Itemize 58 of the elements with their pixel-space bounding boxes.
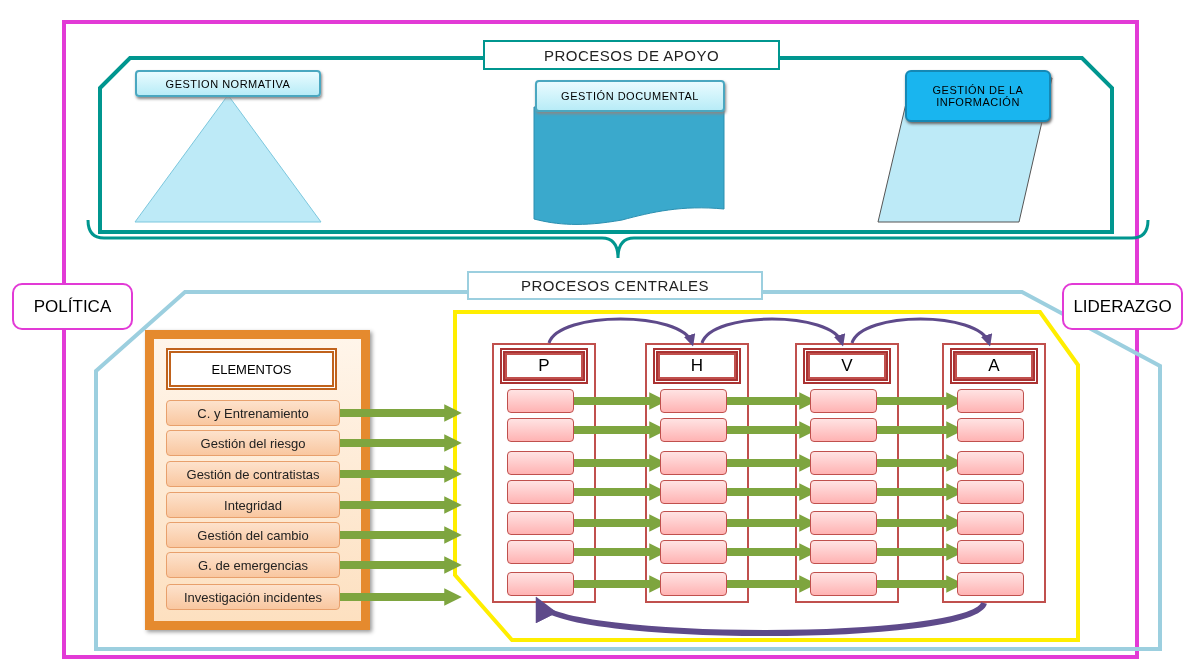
empty-step-box	[810, 418, 877, 442]
process-label: GESTIÓN DOCUMENTAL	[535, 80, 725, 112]
empty-step-box	[660, 389, 727, 413]
empty-step-box	[810, 480, 877, 504]
curved-arrow	[533, 598, 986, 636]
panel-title: ELEMENTOS	[166, 348, 337, 390]
empty-step-box	[957, 389, 1024, 413]
element-item: Integridad	[166, 492, 340, 518]
empty-step-box	[810, 540, 877, 564]
column-header: P	[500, 348, 588, 384]
empty-step-box	[660, 572, 727, 596]
empty-step-box	[507, 480, 574, 504]
empty-step-box	[957, 418, 1024, 442]
block-arrow	[340, 496, 462, 514]
empty-step-box	[957, 480, 1024, 504]
side-label: LIDERAZGO	[1062, 283, 1183, 330]
empty-step-box	[660, 451, 727, 475]
block-arrow	[340, 556, 462, 574]
empty-step-box	[507, 389, 574, 413]
empty-step-box	[957, 451, 1024, 475]
element-item: G. de emergencias	[166, 552, 340, 578]
group-title: PROCESOS CENTRALES	[467, 271, 763, 300]
side-label: POLÍTICA	[12, 283, 133, 330]
empty-step-box	[660, 418, 727, 442]
element-item: Investigación incidentes	[166, 584, 340, 610]
empty-step-box	[957, 540, 1024, 564]
empty-step-box	[957, 511, 1024, 535]
curved-arrow	[700, 317, 844, 347]
block-arrow	[340, 588, 462, 606]
empty-step-box	[507, 418, 574, 442]
block-arrow	[340, 465, 462, 483]
curved-arrow	[850, 317, 991, 347]
empty-step-box	[660, 511, 727, 535]
empty-step-box	[957, 572, 1024, 596]
element-item: Gestión del riesgo	[166, 430, 340, 456]
column-header: H	[653, 348, 741, 384]
empty-step-box	[507, 540, 574, 564]
empty-step-box	[660, 480, 727, 504]
empty-step-box	[507, 572, 574, 596]
process-label: GESTIÓN DE LA INFORMACIÓN	[905, 70, 1051, 122]
empty-step-box	[810, 451, 877, 475]
process-label: GESTION NORMATIVA	[135, 70, 321, 97]
element-item: Gestión del cambio	[166, 522, 340, 548]
empty-step-box	[660, 540, 727, 564]
element-item: Gestión de contratistas	[166, 461, 340, 487]
block-arrow	[340, 526, 462, 544]
block-arrow	[340, 434, 462, 452]
element-item: C. y Entrenamiento	[166, 400, 340, 426]
curved-arrow	[547, 317, 694, 347]
empty-step-box	[810, 511, 877, 535]
empty-step-box	[507, 511, 574, 535]
block-arrow	[340, 404, 462, 422]
group-title: PROCESOS DE APOYO	[483, 40, 780, 70]
column-header: A	[950, 348, 1038, 384]
column-header: V	[803, 348, 891, 384]
empty-step-box	[507, 451, 574, 475]
empty-step-box	[810, 572, 877, 596]
empty-step-box	[810, 389, 877, 413]
